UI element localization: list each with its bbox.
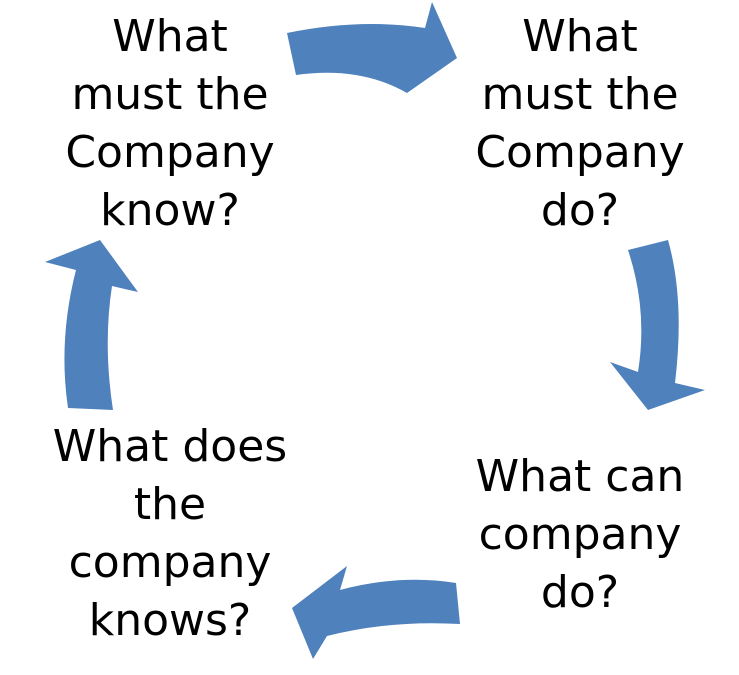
node-line: knows?: [88, 595, 252, 646]
node-line: Company: [65, 127, 275, 178]
node-line: know?: [100, 185, 240, 236]
node-line: do?: [540, 567, 620, 618]
arrow-bottom-left: [292, 566, 460, 659]
arrow-top-right: [287, 2, 457, 93]
node-line: What: [522, 11, 638, 62]
arrow-left-up: [45, 240, 138, 410]
node-line: company: [68, 537, 272, 588]
node-line: What: [112, 11, 228, 62]
node-line: Company: [475, 127, 685, 178]
node-line: company: [478, 509, 682, 560]
node-line: What does: [52, 421, 288, 472]
node-line: must the: [71, 69, 269, 120]
node-line: the: [133, 479, 207, 530]
node-line: What can: [475, 451, 685, 502]
node-company-know: What must the Company know?: [40, 8, 300, 240]
node-line: must the: [481, 69, 679, 120]
arrow-right-down: [610, 240, 705, 410]
node-company-knows: What does the company knows?: [20, 418, 320, 650]
node-company-can-do: What can company do?: [450, 448, 710, 622]
node-company-do: What must the Company do?: [450, 8, 710, 240]
node-line: do?: [540, 185, 620, 236]
